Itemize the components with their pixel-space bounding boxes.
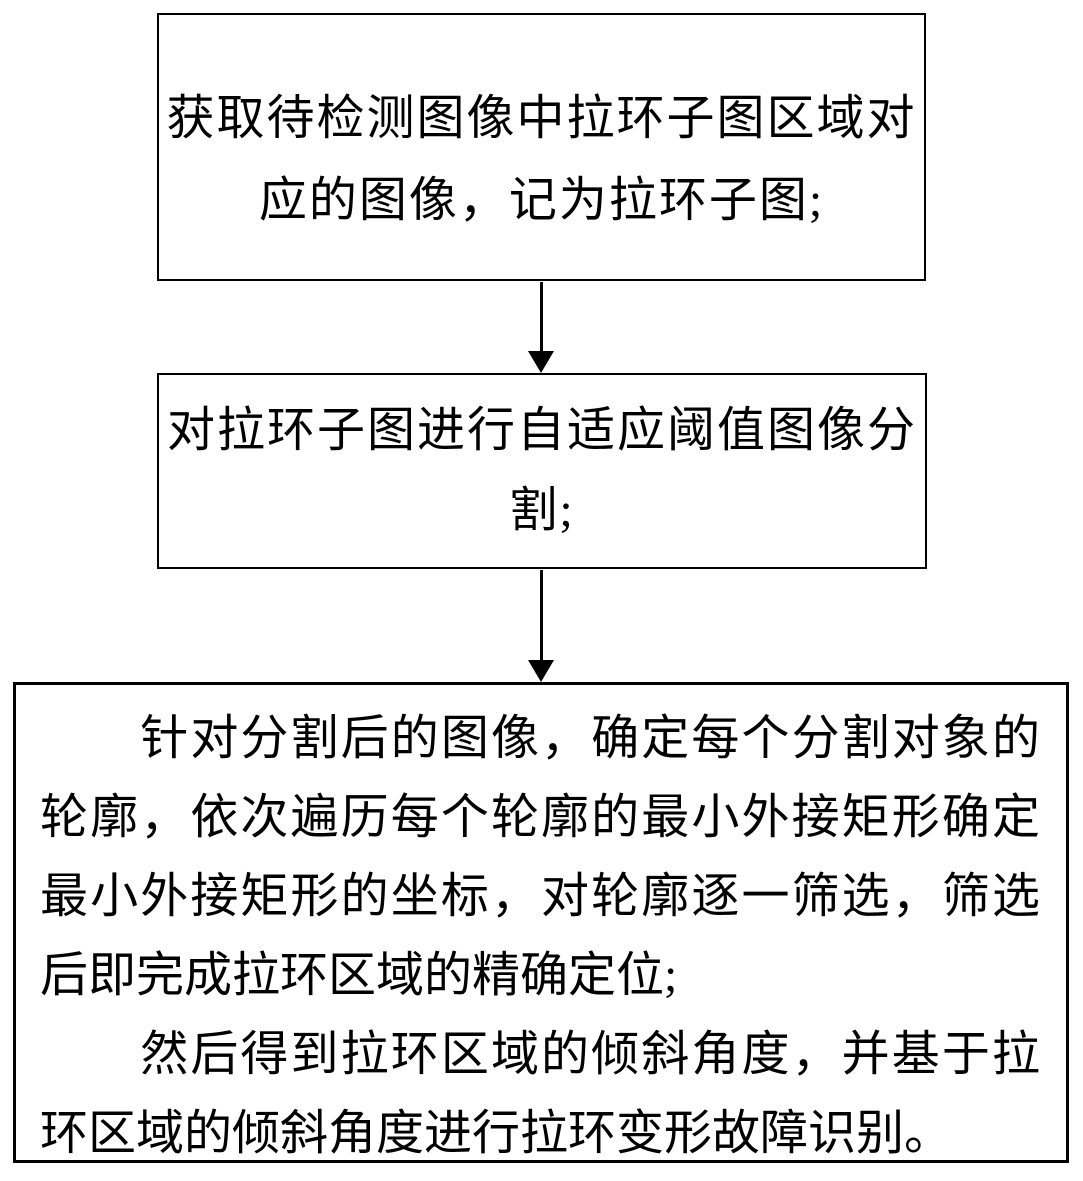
text-line: 应的图像，记为拉环子图; xyxy=(258,174,825,227)
arrow-shaft xyxy=(540,282,543,353)
flow-node-step3: 针对分割后的图像，确定每个分割对象的轮廓，依次遍历每个轮廓的最小外接矩形确定最小… xyxy=(13,682,1069,1163)
text-line: 环区域的倾斜角度进行拉环变形故障识别。 xyxy=(40,1107,953,1160)
text-line: 轮廓，依次遍历每个轮廓的最小外接矩形确定 xyxy=(40,791,1040,844)
text-line: 对拉环子图进行自适应阈值图像分 xyxy=(166,404,917,457)
arrowhead-down-icon xyxy=(528,660,554,682)
text-line: 针对分割后的图像，确定每个分割对象的 xyxy=(40,712,1040,765)
text-line: 后即完成拉环区域的精确定位; xyxy=(40,949,678,1002)
text-line: 割; xyxy=(509,484,575,537)
arrow-connector-step1-step2 xyxy=(527,282,555,373)
text-line: 然后得到拉环区域的倾斜角度，并基于拉 xyxy=(40,1028,1040,1081)
text-line: 最小外接矩形的坐标，对轮廓逐一筛选，筛选 xyxy=(40,870,1040,923)
text-line: 获取待检测图像中拉环子图区域对 xyxy=(166,92,917,145)
arrow-connector-step2-step3 xyxy=(527,570,555,682)
flow-node-step1: 获取待检测图像中拉环子图区域对应的图像，记为拉环子图; xyxy=(157,13,926,281)
arrowhead-down-icon xyxy=(528,351,554,373)
arrow-shaft xyxy=(540,570,543,662)
flow-node-step2: 对拉环子图进行自适应阈值图像分割; xyxy=(157,373,927,569)
